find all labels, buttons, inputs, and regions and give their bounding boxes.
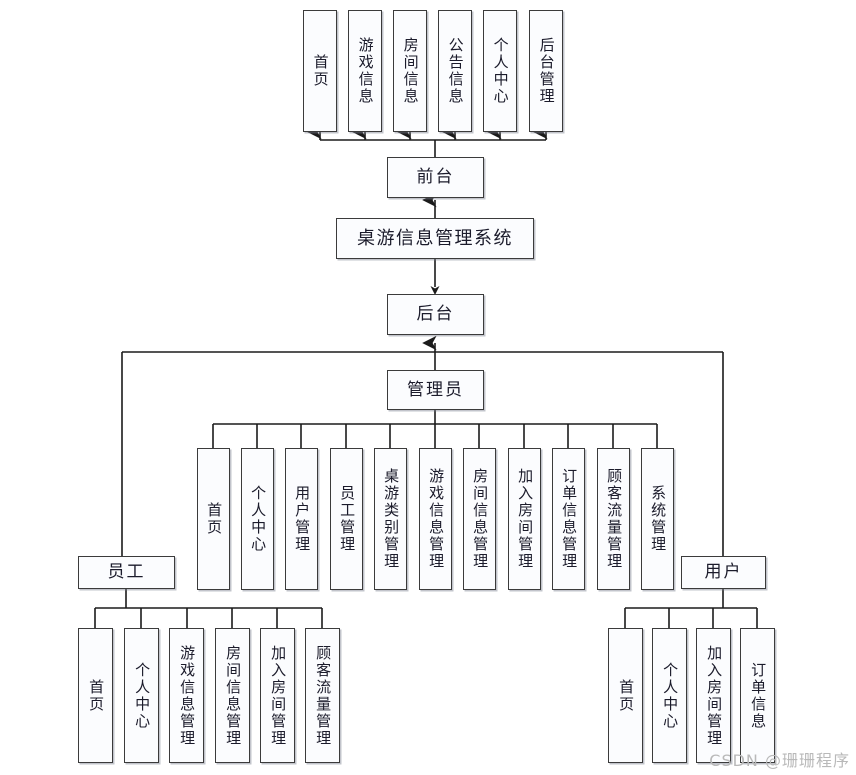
admin-item-label: 订单信息管理 (560, 468, 579, 570)
frontend-node[interactable]: 前台 (387, 157, 484, 198)
user-item-label: 个人中心 (661, 661, 680, 730)
frontend-item-game-info[interactable]: 游戏信息 (348, 10, 382, 132)
admin-item-board-game-category-management[interactable]: 桌游类别管理 (374, 448, 407, 590)
employee-item-label: 游戏信息管理 (178, 644, 197, 747)
admin-item-label: 系统管理 (649, 485, 668, 553)
frontend-item-label: 房间信息 (401, 37, 420, 105)
admin-item-label: 顾客流量管理 (605, 468, 624, 570)
backend-node[interactable]: 后台 (387, 294, 484, 335)
admin-item-employee-management[interactable]: 员工管理 (330, 448, 363, 590)
watermark: CSDN @珊珊程序 (709, 751, 850, 770)
admin-item-label: 房间信息管理 (471, 468, 490, 570)
frontend-item-label: 游戏信息 (356, 37, 375, 105)
user-item-join-room-management[interactable]: 加入房间管理 (696, 628, 731, 763)
frontend-item-room-info[interactable]: 房间信息 (393, 10, 427, 132)
admin-item-order-info-management[interactable]: 订单信息管理 (552, 448, 585, 590)
admin-node-label: 管理员 (407, 379, 464, 400)
employee-item-join-room-management[interactable]: 加入房间管理 (260, 628, 295, 763)
employee-item-label: 顾客流量管理 (314, 644, 333, 747)
employee-item-room-info-management[interactable]: 房间信息管理 (215, 628, 250, 763)
system-title-node[interactable]: 桌游信息管理系统 (336, 218, 534, 259)
frontend-node-label: 前台 (416, 167, 455, 188)
user-item-label: 订单信息 (749, 661, 768, 730)
admin-item-label: 首页 (205, 502, 224, 536)
employee-node[interactable]: 员工 (78, 556, 175, 589)
admin-item-system-management[interactable]: 系统管理 (641, 448, 674, 590)
frontend-item-home[interactable]: 首页 (303, 10, 337, 132)
frontend-item-label: 后台管理 (537, 37, 556, 105)
user-item-personal-center[interactable]: 个人中心 (652, 628, 687, 763)
frontend-item-label: 首页 (311, 54, 330, 88)
user-item-label: 首页 (617, 678, 636, 713)
employee-node-label: 员工 (107, 562, 146, 583)
employee-item-label: 首页 (87, 678, 106, 713)
frontend-item-label: 个人中心 (491, 37, 510, 105)
employee-item-customer-traffic-management[interactable]: 顾客流量管理 (305, 628, 340, 763)
system-title-label: 桌游信息管理系统 (357, 227, 513, 249)
admin-item-game-info-management[interactable]: 游戏信息管理 (419, 448, 452, 590)
frontend-item-announcement-info[interactable]: 公告信息 (438, 10, 472, 132)
frontend-item-personal-center[interactable]: 个人中心 (483, 10, 517, 132)
user-item-home[interactable]: 首页 (608, 628, 643, 763)
backend-node-label: 后台 (416, 304, 455, 325)
employee-item-label: 房间信息管理 (224, 644, 243, 747)
admin-item-label: 个人中心 (249, 485, 268, 553)
admin-item-personal-center[interactable]: 个人中心 (241, 448, 274, 590)
admin-item-home[interactable]: 首页 (197, 448, 230, 590)
admin-item-user-management[interactable]: 用户管理 (285, 448, 318, 590)
user-node[interactable]: 用户 (681, 556, 766, 589)
user-item-label: 加入房间管理 (705, 644, 724, 747)
user-node-label: 用户 (704, 562, 743, 583)
employee-item-label: 加入房间管理 (269, 644, 288, 747)
admin-item-label: 员工管理 (338, 485, 357, 553)
employee-item-label: 个人中心 (133, 661, 152, 730)
admin-item-label: 桌游类别管理 (382, 468, 401, 570)
user-item-order-info[interactable]: 订单信息 (740, 628, 775, 763)
admin-item-room-info-management[interactable]: 房间信息管理 (463, 448, 496, 590)
admin-item-label: 用户管理 (293, 485, 312, 553)
admin-node[interactable]: 管理员 (387, 370, 484, 410)
admin-item-customer-traffic-management[interactable]: 顾客流量管理 (597, 448, 630, 590)
admin-item-label: 游戏信息管理 (427, 468, 446, 570)
admin-item-label: 加入房间管理 (516, 468, 535, 570)
admin-item-join-room-management[interactable]: 加入房间管理 (508, 448, 541, 590)
frontend-item-backend-management[interactable]: 后台管理 (529, 10, 563, 132)
employee-item-personal-center[interactable]: 个人中心 (124, 628, 159, 763)
frontend-item-label: 公告信息 (446, 37, 465, 105)
employee-item-game-info-management[interactable]: 游戏信息管理 (169, 628, 204, 763)
employee-item-home[interactable]: 首页 (78, 628, 113, 763)
